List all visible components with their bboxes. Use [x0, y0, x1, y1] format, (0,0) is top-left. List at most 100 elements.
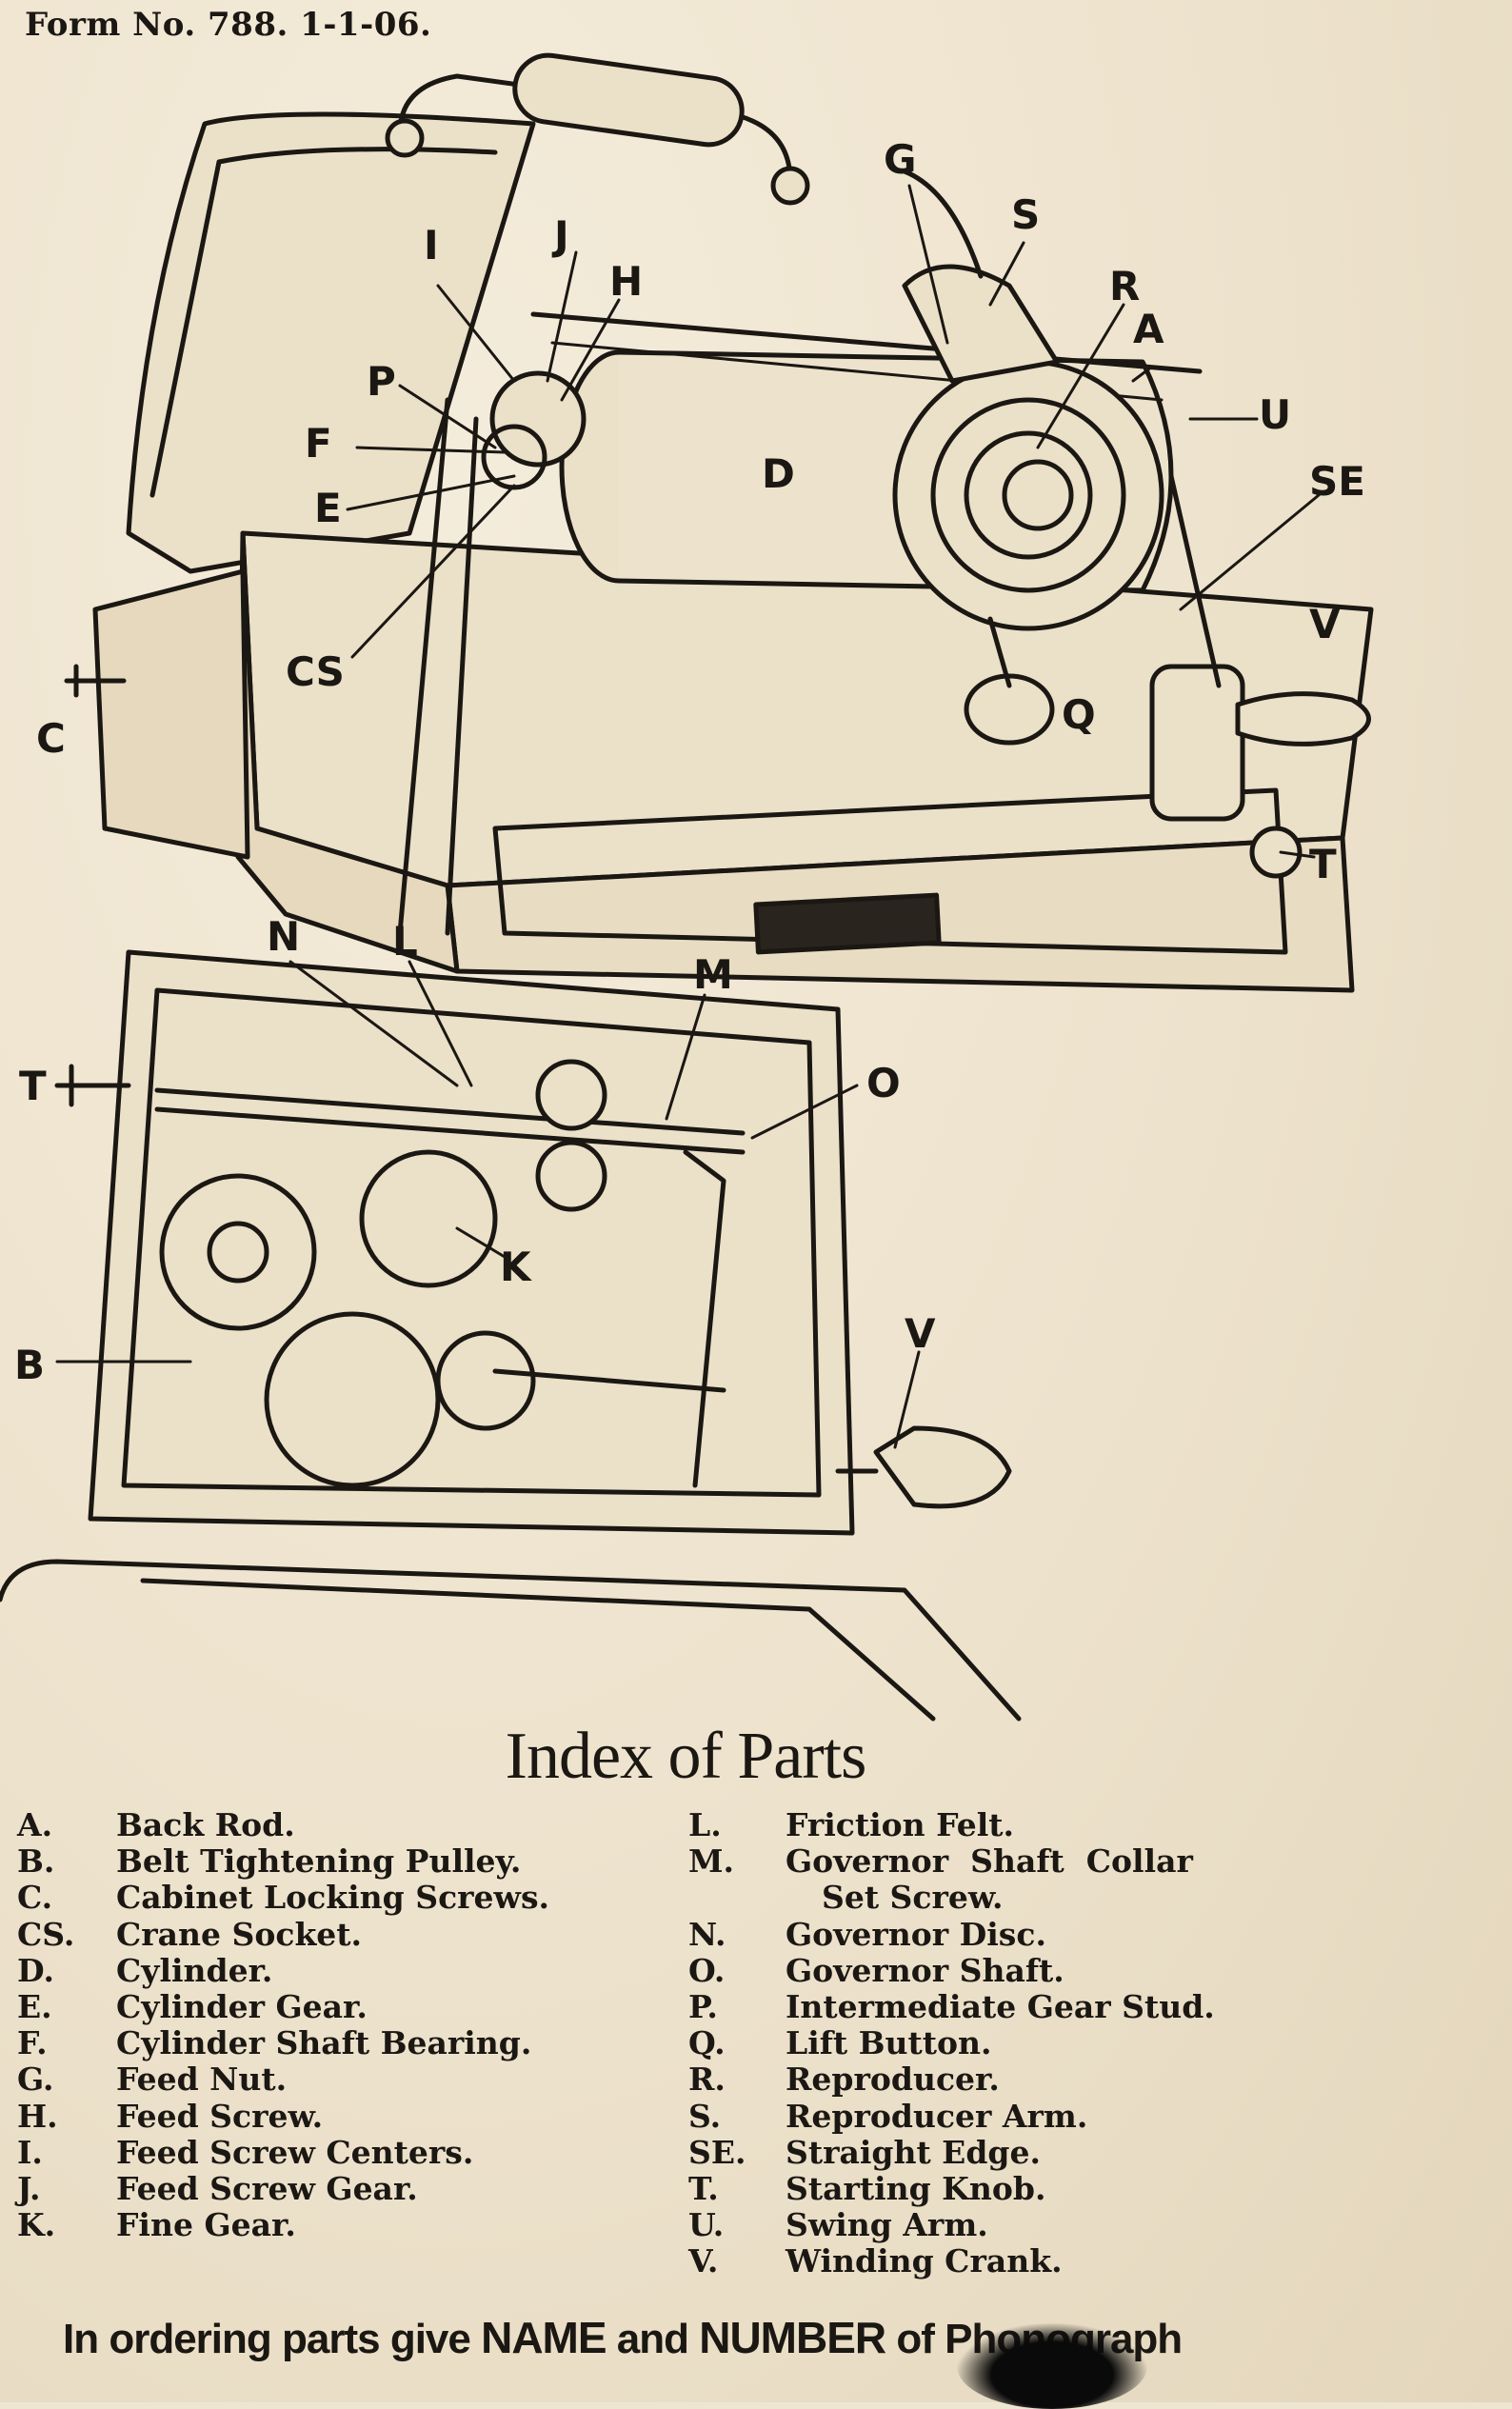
part-name: Governor Shaft Collar	[786, 1842, 1193, 1881]
callout-v-upper: V	[1309, 601, 1341, 647]
callout-d: D	[762, 450, 795, 497]
list-item: B.Belt Tightening Pulley.	[17, 1842, 549, 1880]
lower-view	[54, 949, 1012, 1536]
list-item: F. Cylinder Shaft Bearing.	[17, 2024, 549, 2061]
part-name: Friction Felt.	[786, 1806, 1015, 1843]
part-key: I.	[17, 2133, 43, 2171]
part-key: F.	[17, 2024, 48, 2062]
list-item: O.Governor Shaft.	[688, 1952, 1215, 1989]
callout-t-upper: T	[1309, 841, 1337, 887]
list-item: H. Feed Screw.	[17, 2097, 549, 2135]
part-key: G.	[17, 2061, 54, 2099]
part-key: CS.	[17, 1915, 75, 1953]
callout-g: G	[884, 136, 916, 183]
crank-shaft	[492, 1368, 726, 1393]
part-name: Feed Screw.	[116, 2097, 324, 2135]
part-name: Set Screw.	[822, 1879, 1004, 1917]
ink-stain	[957, 2323, 1147, 2409]
part-key: C.	[17, 1879, 53, 1917]
ordering-note: In ordering parts give NAME and NUMBER o…	[63, 2312, 1183, 2363]
callout-l: L	[392, 918, 418, 965]
list-item: Set Screw.	[688, 1879, 1215, 1917]
callout-u: U	[1259, 391, 1291, 438]
list-item: A. Back Rod.	[17, 1806, 549, 1843]
bracket-right	[683, 1149, 726, 1488]
list-item: N.Governor Disc.	[688, 1915, 1215, 1953]
part-name: Swing Arm.	[786, 2206, 988, 2244]
callout-h: H	[609, 258, 643, 305]
part-name: Back Rod.	[116, 1806, 295, 1843]
part-name: Lift Button.	[786, 2024, 992, 2062]
parts-list-right: L. Friction Felt. M. Governor Shaft Collar…	[688, 1806, 1215, 2280]
list-item: M. Governor Shaft Collar	[688, 1842, 1215, 1881]
reproducer-arm	[902, 264, 1060, 384]
drawer-opening	[140, 1578, 936, 1722]
part-key: H.	[17, 2097, 58, 2135]
reproducer-center	[1002, 459, 1074, 531]
part-key: M.	[688, 1842, 735, 1881]
part-key: D.	[17, 1951, 54, 1989]
part-key: A.	[17, 1806, 53, 1843]
list-item: T.Starting Knob.	[688, 2170, 1215, 2207]
lift-stem	[987, 616, 1012, 688]
part-key: J.	[17, 2169, 41, 2207]
callout-k: K	[500, 1244, 532, 1290]
list-item: P.Intermediate Gear Stud.	[688, 1988, 1215, 2025]
callout-se: SE	[1309, 458, 1365, 505]
callout-i: I	[424, 222, 439, 269]
list-item: C.Cabinet Locking Screws.	[17, 1879, 549, 1917]
callout-o: O	[866, 1060, 901, 1106]
callout-f: F	[305, 420, 332, 467]
list-item: U. Swing Arm.	[688, 2206, 1215, 2244]
reproducer-ring-inner	[964, 430, 1093, 560]
part-key: L.	[688, 1806, 722, 1843]
governor-ball-2	[535, 1140, 607, 1212]
callout-a: A	[1133, 306, 1164, 352]
part-key: V.	[688, 2242, 719, 2280]
logo-plate	[753, 892, 942, 955]
drive-gear	[435, 1330, 536, 1431]
reproducer-ring	[930, 397, 1126, 593]
callout-r: R	[1109, 263, 1140, 309]
part-key: U.	[688, 2206, 725, 2244]
motor-wheel-hub	[207, 1221, 269, 1284]
callout-e: E	[314, 485, 342, 531]
lower-crank-handle	[873, 1425, 1012, 1509]
governor-ball-1	[535, 1059, 607, 1131]
part-name: Feed Screw Centers.	[116, 2133, 474, 2171]
part-name: Feed Screw Gear.	[116, 2169, 418, 2207]
phonograph-diagram: G S I J H R A U P F D SE E V CS Q C T N …	[0, 52, 1374, 1722]
lower-t-knob	[54, 1064, 131, 1107]
part-name: Cylinder Shaft Bearing.	[116, 2024, 532, 2062]
list-item: D.Cylinder.	[17, 1951, 549, 1989]
callout-q: Q	[1062, 691, 1096, 738]
part-name: Crane Socket.	[116, 1915, 363, 1953]
list-item: SE.Straight Edge.	[688, 2133, 1215, 2171]
part-key: E.	[17, 1987, 52, 2025]
list-item: L. Friction Felt.	[688, 1806, 1215, 1843]
part-key: N.	[688, 1915, 726, 1953]
callout-b: B	[14, 1342, 45, 1388]
part-key: SE.	[688, 2133, 746, 2171]
part-key: Q.	[688, 2024, 726, 2062]
list-item: R.Reproducer.	[688, 2061, 1215, 2099]
ordering-note-text: In ordering parts give	[63, 2316, 482, 2362]
callout-labels: G S I J H R A U P F D SE E V CS Q C T N …	[14, 136, 1365, 1388]
list-item: G.Feed Nut.	[17, 2061, 549, 2099]
arm-curve	[902, 169, 984, 279]
list-item: K.Fine Gear.	[17, 2206, 549, 2244]
callout-t-lower: T	[19, 1063, 47, 1109]
lid-panel	[126, 111, 536, 574]
part-key: R.	[688, 2061, 726, 2099]
callout-s: S	[1011, 191, 1040, 238]
spring-barrel	[264, 1311, 441, 1488]
list-item: E.Cylinder Gear.	[17, 1987, 549, 2025]
callout-m: M	[693, 951, 733, 998]
ordering-note-number: NUMBER	[699, 2313, 886, 2362]
list-item: I. Feed Screw Centers.	[17, 2133, 549, 2171]
straight-edge	[1168, 473, 1222, 688]
index-title: Index of Parts	[505, 1720, 867, 1793]
callout-n: N	[267, 913, 300, 960]
callout-p: P	[367, 358, 396, 405]
part-key: K.	[17, 2206, 56, 2244]
